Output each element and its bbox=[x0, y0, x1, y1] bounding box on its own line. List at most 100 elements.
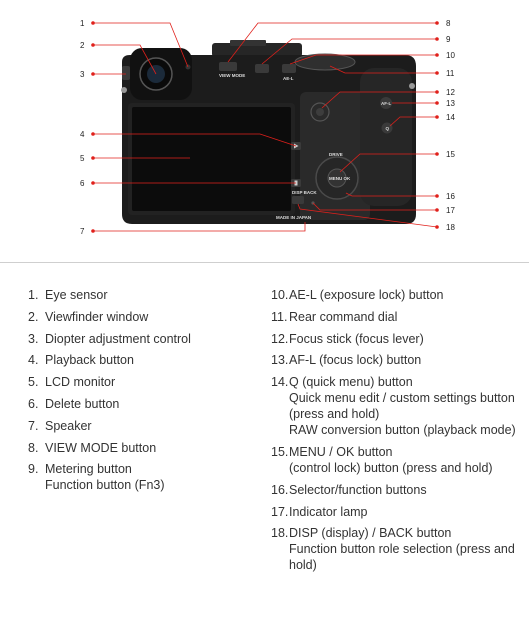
legend-number: 18. bbox=[271, 526, 289, 541]
legend-number: 8. bbox=[28, 440, 39, 455]
callout-dot-13 bbox=[435, 101, 439, 105]
legend-number: 9. bbox=[28, 462, 39, 477]
legend-item: 15.MENU / OK button(control lock) button… bbox=[271, 444, 523, 476]
legend-number: 1. bbox=[28, 288, 39, 302]
callout-lines bbox=[93, 22, 438, 232]
callout-number-5: 5 bbox=[80, 154, 85, 163]
callout-dot-6 bbox=[91, 181, 95, 185]
legend-number: 6. bbox=[28, 396, 39, 411]
callout-line-18 bbox=[297, 203, 438, 228]
ae-l-button bbox=[282, 64, 296, 73]
callout-dot-12 bbox=[435, 90, 439, 94]
diopter-adjustment-control bbox=[122, 66, 130, 80]
callout-number-2: 2 bbox=[80, 41, 85, 50]
legend-line: Rear command dial bbox=[289, 309, 398, 324]
legend-item: 17.Indicator lamp bbox=[271, 504, 523, 520]
legend-right-column: 10.AE-L (exposure lock) button 11.Rear co… bbox=[271, 287, 523, 579]
disp-back-label: DISP BACK bbox=[292, 190, 317, 195]
ae-l-label: AE-L bbox=[283, 76, 294, 81]
legend-item: 6. Delete button bbox=[28, 396, 264, 412]
legend-line: LCD monitor bbox=[45, 375, 116, 390]
legend-text: VIEW MODE button bbox=[45, 440, 264, 456]
legend-item: 3.Diopter adjustment control bbox=[28, 331, 264, 347]
callout-number-10: 10 bbox=[446, 51, 455, 60]
callout-dots bbox=[91, 21, 439, 233]
callout-number-14: 14 bbox=[446, 113, 455, 122]
callout-number-11: 11 bbox=[446, 69, 455, 78]
legend-item: 8. VIEW MODE button bbox=[28, 440, 264, 456]
callout-dot-17 bbox=[435, 208, 439, 212]
legend-line: Function button (Fn3) bbox=[45, 478, 165, 493]
legend-text: MENU / OK button(control lock) button (p… bbox=[289, 444, 523, 476]
legend-line: Metering button bbox=[45, 462, 132, 477]
callout-number-17: 17 bbox=[446, 206, 455, 215]
legend-text: Rear command dial bbox=[289, 309, 523, 325]
legend-line: Function button role selection (press an… bbox=[289, 542, 515, 573]
legend-line: Selector/function buttons bbox=[289, 482, 427, 497]
callout-line-15 bbox=[339, 153, 437, 173]
legend-text: Selector/function buttons bbox=[289, 482, 523, 498]
legend-line: DISP (display) / BACK button bbox=[289, 526, 452, 541]
view-mode-label: VIEW MODE bbox=[219, 73, 245, 78]
legend-item: 5. LCD monitor bbox=[28, 374, 264, 390]
camera-diagram: VIEW MODE AE-L DISP BACK MADE IN JAPAN A… bbox=[80, 19, 455, 236]
af-l-button bbox=[380, 97, 392, 109]
legend-item: 4.Playback button bbox=[28, 352, 264, 368]
legend-line: Focus stick (focus lever) bbox=[289, 331, 424, 346]
legend-number: 11. bbox=[271, 309, 288, 324]
callout-line-16 bbox=[345, 192, 437, 197]
callout-number-6: 6 bbox=[80, 179, 85, 188]
legend-number: 17. bbox=[271, 504, 289, 519]
callout-line-9 bbox=[261, 38, 437, 65]
legend-item: 10.AE-L (exposure lock) button bbox=[271, 287, 523, 303]
callout-number-18: 18 bbox=[446, 223, 455, 232]
legend-line: Speaker bbox=[45, 418, 92, 433]
thumb-grip bbox=[360, 68, 412, 206]
drive-label: DRIVE bbox=[329, 152, 343, 157]
callout-line-1 bbox=[93, 22, 189, 68]
legend-text: Eye sensor bbox=[45, 287, 264, 303]
legend-line: Quick menu edit / custom settings button bbox=[289, 391, 515, 406]
lcd-monitor bbox=[132, 107, 291, 211]
callout-dot-5 bbox=[91, 156, 95, 160]
legend-item: 13.AF-L (focus lock) button bbox=[271, 352, 523, 368]
legend-text: AE-L (exposure lock) button bbox=[289, 287, 523, 303]
q-label: Q bbox=[386, 126, 390, 131]
legend-line: (control lock) button (press and hold) bbox=[289, 460, 493, 475]
legend-text: AF-L (focus lock) button bbox=[289, 352, 523, 368]
af-l-label: AF-L bbox=[381, 101, 391, 106]
legend-line: Playback button bbox=[45, 353, 134, 368]
legend-line: Eye sensor bbox=[45, 288, 108, 302]
strap-lug-right bbox=[409, 83, 415, 89]
legend-line: Diopter adjustment control bbox=[45, 331, 191, 346]
callout-number-16: 16 bbox=[446, 192, 455, 201]
callout-number-3: 3 bbox=[80, 70, 85, 79]
legend-number: 5. bbox=[28, 375, 39, 390]
legend-line: Q (quick menu) button bbox=[289, 375, 413, 390]
callout-dot-9 bbox=[435, 37, 439, 41]
legend-number: 13. bbox=[271, 353, 289, 368]
callout-dot-16 bbox=[435, 194, 439, 198]
legend-line: AE-L (exposure lock) button bbox=[289, 288, 444, 302]
callout-number-15: 15 bbox=[446, 150, 455, 159]
callout-dot-2 bbox=[91, 43, 95, 47]
callout-number-1: 1 bbox=[80, 19, 85, 28]
callout-number-7: 7 bbox=[80, 227, 85, 236]
callout-dot-7 bbox=[91, 229, 95, 233]
legend-text: Speaker bbox=[45, 418, 264, 434]
callout-line-4 bbox=[93, 133, 297, 147]
rear-command-dial bbox=[294, 53, 356, 71]
legend-line: VIEW MODE button bbox=[45, 440, 157, 455]
callout-line-10 bbox=[289, 54, 437, 65]
callout-number-4: 4 bbox=[80, 130, 85, 139]
callout-number-9: 9 bbox=[446, 35, 451, 44]
legend-line: Delete button bbox=[45, 396, 120, 411]
legend-text: Playback button bbox=[45, 352, 264, 368]
callout-line-8 bbox=[227, 22, 437, 63]
legend-line: RAW conversion button (playback mode) bbox=[289, 423, 516, 438]
legend-item: 12.Focus stick (focus lever) bbox=[271, 331, 523, 347]
